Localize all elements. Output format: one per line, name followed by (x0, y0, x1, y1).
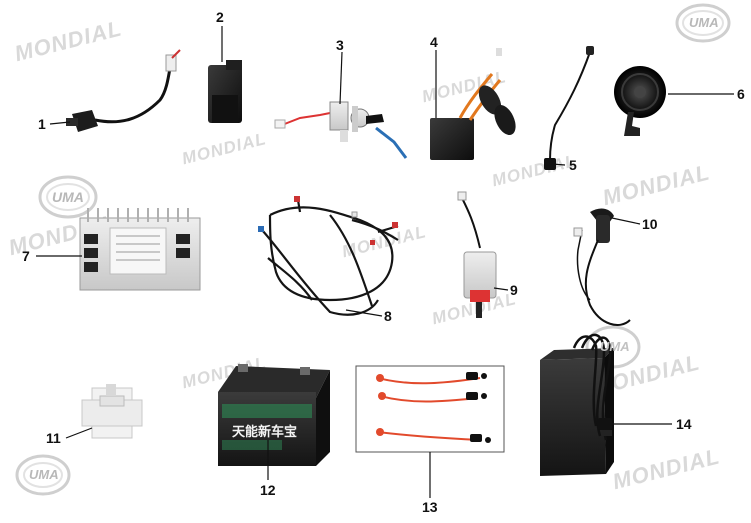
uma-logo (38, 175, 98, 219)
callout-6: 6 (737, 86, 745, 102)
part-5-cable (544, 46, 594, 170)
callout-4: 4 (430, 34, 438, 50)
battery-brand-label: 天能新车宝 (232, 424, 297, 440)
part-14-charger (540, 333, 614, 476)
part-4-control-box (430, 48, 516, 160)
harness-connectors (258, 196, 398, 245)
part-11-circuit-breaker (81, 384, 143, 439)
callout-13: 13 (422, 499, 438, 515)
callout-2: 2 (216, 9, 224, 25)
uma-logo (15, 454, 71, 496)
part-7-controller (79, 208, 201, 291)
callout-9: 9 (510, 282, 518, 298)
callout-10: 10 (642, 216, 658, 232)
part-3-ignition-switch (274, 101, 408, 159)
callout-11: 11 (46, 430, 61, 446)
callout-12: 12 (260, 482, 276, 498)
callout-7: 7 (22, 248, 30, 264)
part-1-sensor-cable (66, 49, 181, 132)
uma-logo-text: UMA (600, 339, 630, 354)
part-6-horn (614, 66, 666, 136)
part-8-wiring-harness (261, 199, 399, 316)
callout-3: 3 (336, 37, 344, 53)
callout-14: 14 (676, 416, 692, 432)
callout-5: 5 (569, 157, 577, 173)
part-12-battery (218, 364, 330, 466)
uma-logo (675, 3, 731, 43)
uma-logo-text: UMA (689, 15, 719, 30)
part-2-module (208, 60, 242, 123)
part-9-converter (457, 191, 497, 318)
leader-lines (36, 26, 734, 498)
part-10-throttle (573, 208, 631, 326)
part-13-battery-cables (376, 372, 491, 443)
uma-logo-text: UMA (29, 467, 59, 482)
uma-logo-text: UMA (52, 189, 84, 205)
callout-8: 8 (384, 308, 392, 324)
callout-1: 1 (38, 116, 46, 132)
